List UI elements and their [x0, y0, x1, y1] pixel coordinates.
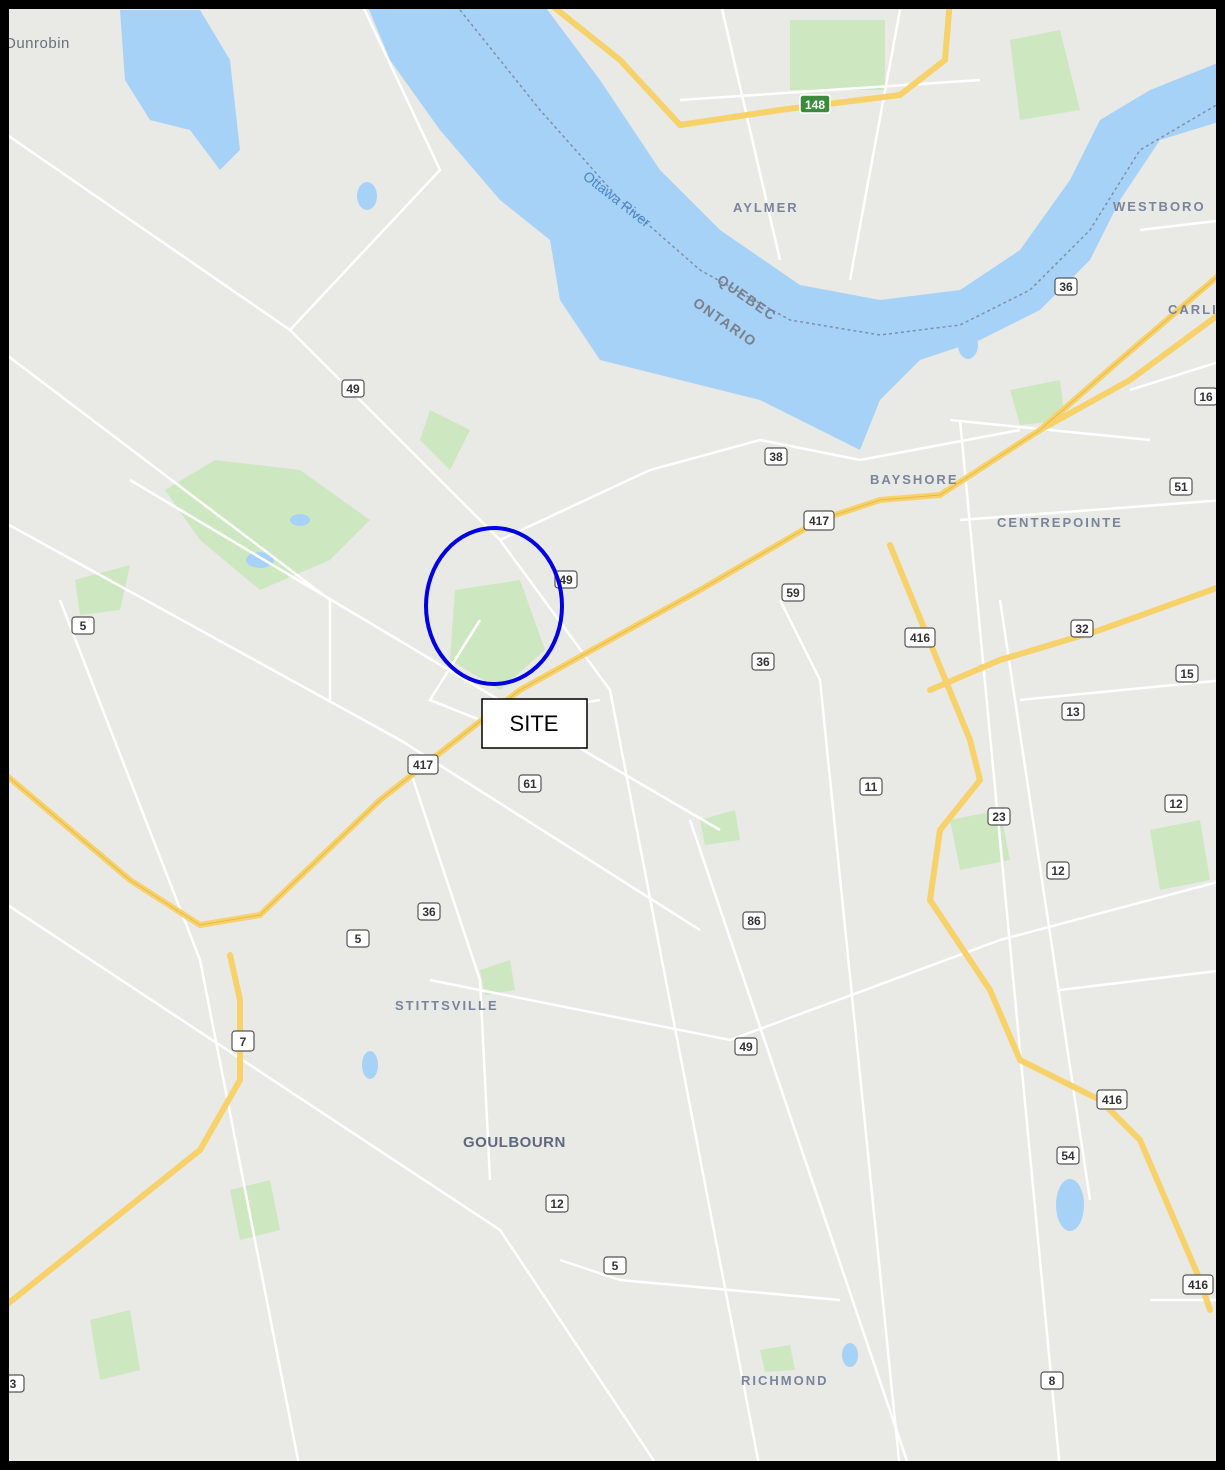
- shield-417-w: 417: [407, 754, 439, 775]
- shield-148: 148: [799, 94, 831, 114]
- svg-text:49: 49: [346, 382, 360, 396]
- svg-text:54: 54: [1061, 1149, 1075, 1163]
- label-goulbourn: GOULBOURN: [463, 1134, 566, 1151]
- shield-5-w: 5: [71, 616, 95, 635]
- label-aylmer: AYLMER: [733, 200, 799, 215]
- svg-text:49: 49: [739, 1040, 753, 1054]
- svg-text:13: 13: [1066, 705, 1080, 719]
- shield-416-n: 416: [904, 627, 936, 648]
- site-circle-marker: [424, 526, 564, 686]
- svg-text:36: 36: [756, 655, 770, 669]
- shield-13: 13: [1061, 702, 1085, 721]
- route-shields: 148 36 16 51 49 38 417 49 59 416 32 15 5…: [9, 94, 1216, 1393]
- highway-7: [9, 952, 243, 1307]
- shield-15: 15: [1175, 664, 1199, 683]
- shield-12-e: 12: [1164, 794, 1188, 813]
- label-bayshore: BAYSHORE: [870, 472, 958, 487]
- label-westboro: WESTBORO: [1113, 199, 1206, 214]
- svg-text:417: 417: [809, 514, 829, 528]
- svg-text:36: 36: [422, 905, 436, 919]
- svg-text:36: 36: [1059, 280, 1073, 294]
- label-carling: CARLI: [1168, 302, 1218, 317]
- svg-text:12: 12: [1051, 864, 1065, 878]
- label-centrepointe: CENTREPOINTE: [997, 515, 1123, 530]
- shield-8: 8: [1040, 1371, 1064, 1390]
- svg-text:148: 148: [805, 98, 825, 112]
- svg-text:7: 7: [240, 1035, 247, 1049]
- svg-text:416: 416: [1188, 1278, 1208, 1292]
- svg-text:416: 416: [1102, 1093, 1122, 1107]
- svg-text:16: 16: [1199, 390, 1213, 404]
- svg-text:12: 12: [1169, 797, 1183, 811]
- svg-text:5: 5: [80, 619, 87, 633]
- label-stittsville: STITTSVILLE: [395, 998, 499, 1013]
- svg-text:5: 5: [355, 932, 362, 946]
- shield-5-far: 5: [603, 1256, 627, 1275]
- svg-text:23: 23: [992, 810, 1006, 824]
- svg-text:15: 15: [1180, 667, 1194, 681]
- shield-32: 32: [1070, 619, 1094, 638]
- site-label: SITE: [510, 711, 559, 736]
- svg-text:8: 8: [1049, 1374, 1056, 1388]
- shield-61: 61: [518, 774, 542, 793]
- shield-51: 51: [1169, 477, 1193, 496]
- shield-54: 54: [1056, 1146, 1080, 1165]
- shield-36-s: 36: [417, 902, 441, 921]
- provincial-border: [459, 9, 1216, 336]
- site-label-box: SITE: [481, 698, 588, 749]
- shield-416-se: 416: [1182, 1274, 1214, 1295]
- label-richmond: RICHMOND: [741, 1373, 829, 1388]
- svg-text:5: 5: [612, 1259, 619, 1273]
- highway-outline: [9, 277, 1216, 926]
- highway-416: [887, 542, 1213, 1313]
- shield-12-s: 12: [545, 1194, 569, 1213]
- svg-text:11: 11: [865, 780, 878, 794]
- label-dunrobin: Dunrobin: [5, 35, 70, 52]
- shield-12-ce: 12: [1046, 861, 1070, 880]
- shield-417-e: 417: [803, 510, 835, 531]
- svg-text:49: 49: [559, 573, 573, 587]
- shield-49-s: 49: [734, 1037, 758, 1056]
- svg-text:38: 38: [769, 450, 783, 464]
- svg-text:59: 59: [786, 586, 800, 600]
- svg-text:3: 3: [10, 1377, 17, 1391]
- shield-49-n: 49: [341, 379, 365, 398]
- shield-86: 86: [742, 911, 766, 930]
- shield-59: 59: [781, 583, 805, 602]
- svg-text:61: 61: [523, 777, 537, 791]
- svg-text:32: 32: [1075, 622, 1089, 636]
- shield-36-mid: 36: [751, 652, 775, 671]
- shield-7: 7: [231, 1030, 255, 1052]
- lakes: [120, 10, 1084, 1367]
- shield-3: 3: [9, 1374, 25, 1393]
- park-areas: [75, 20, 1210, 1380]
- svg-text:12: 12: [550, 1197, 564, 1211]
- shield-38: 38: [764, 447, 788, 466]
- ottawa-river: [368, 9, 1216, 450]
- svg-text:416: 416: [910, 631, 930, 645]
- shield-36-ne: 36: [1054, 277, 1078, 296]
- shield-11: 11: [859, 777, 883, 796]
- svg-text:86: 86: [747, 914, 761, 928]
- highway-east: [1037, 312, 1216, 433]
- svg-text:51: 51: [1174, 480, 1188, 494]
- svg-text:417: 417: [413, 758, 433, 772]
- highway-148: [551, 9, 953, 129]
- highway-32: [927, 585, 1216, 693]
- shield-416-s: 416: [1096, 1089, 1128, 1110]
- shield-16-e: 16: [1194, 387, 1216, 406]
- shield-23: 23: [987, 807, 1011, 826]
- shield-5-s: 5: [346, 929, 370, 948]
